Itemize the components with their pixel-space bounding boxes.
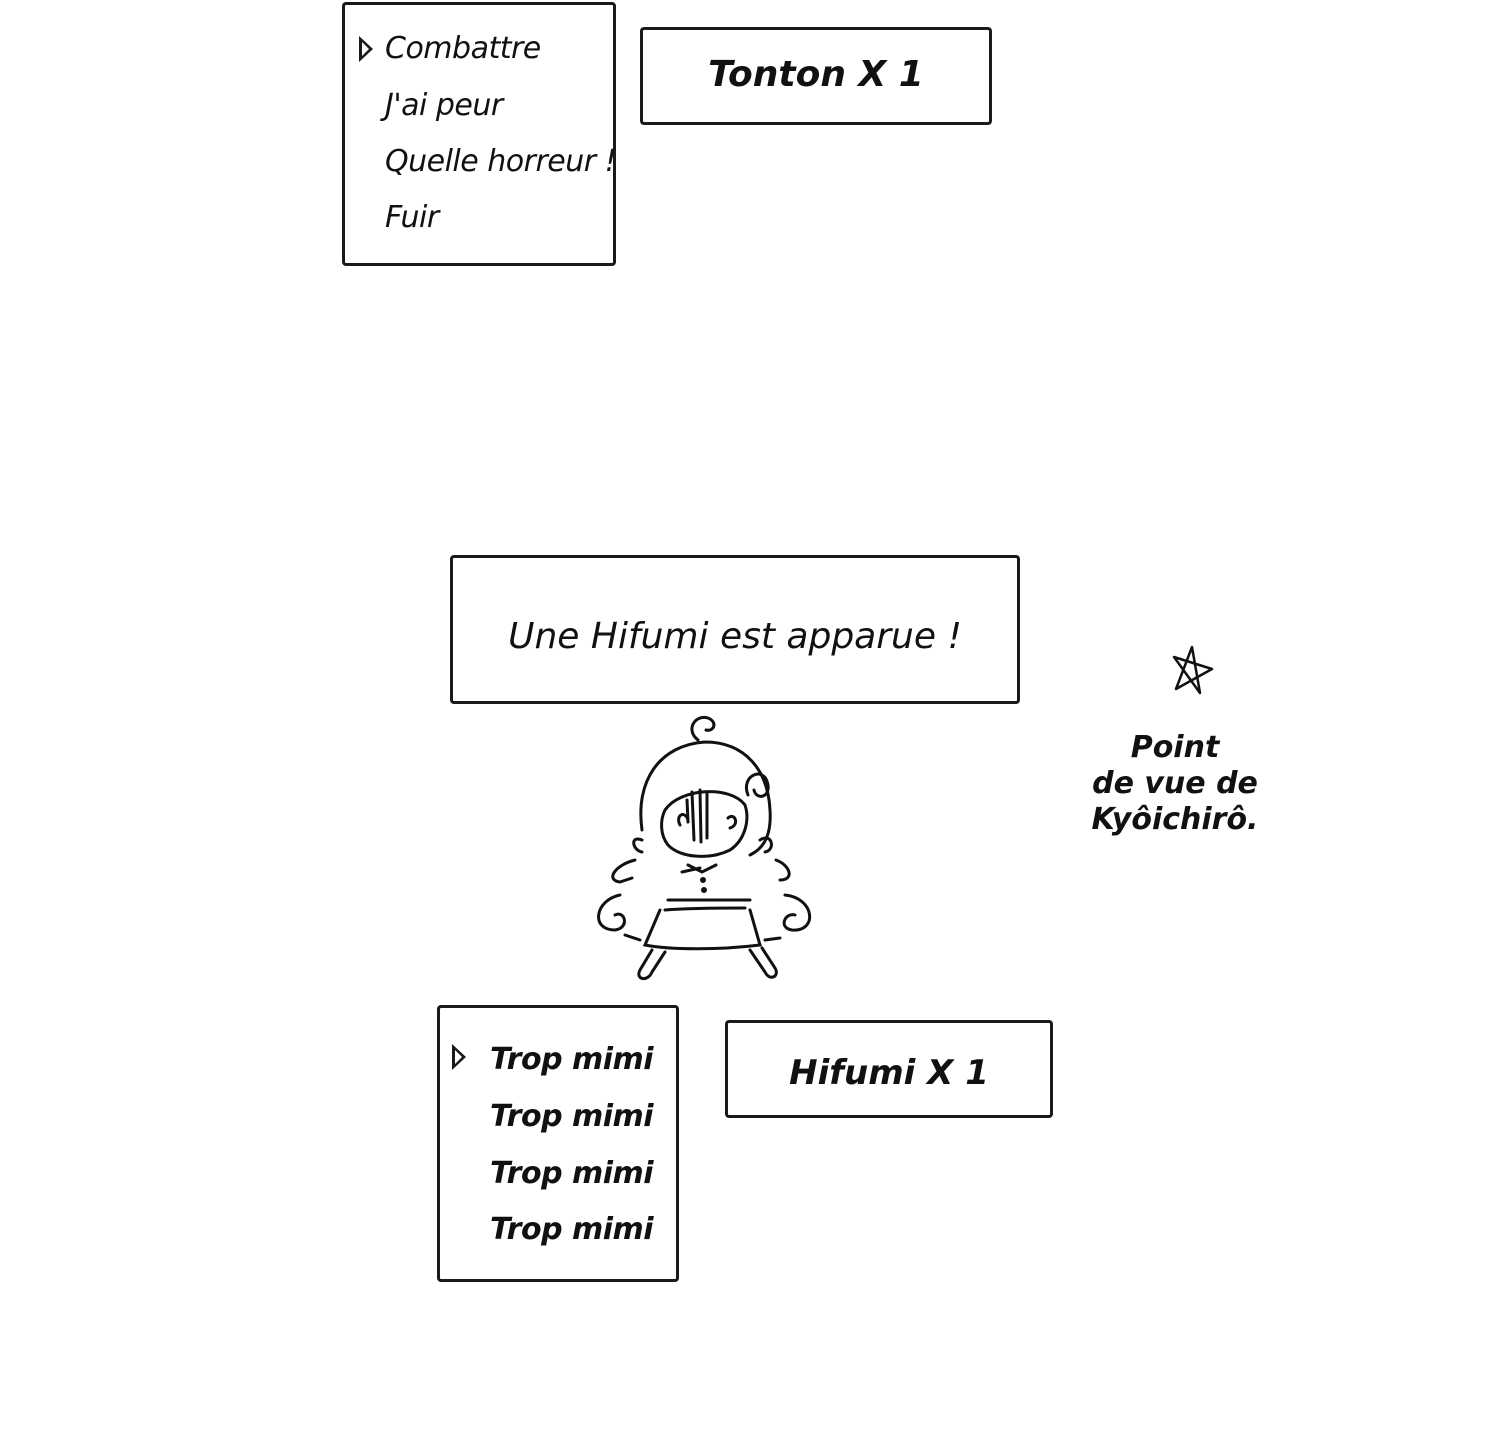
battle-command-menu-1: Combattre J'ai peur Quelle horreur ! Fui… — [342, 2, 617, 266]
enemy-count-label: Tonton X 1 — [708, 54, 924, 95]
enemy-count-box-1: Tonton X 1 — [640, 27, 992, 125]
selection-cursor-icon — [359, 36, 373, 62]
menu-item-fuir[interactable]: Fuir — [385, 200, 439, 235]
selection-cursor-icon — [452, 1044, 466, 1070]
side-note-line: Point — [1130, 730, 1220, 765]
menu-item-trop-mimi[interactable]: Trop mimi — [490, 1042, 654, 1077]
battle-message-box: Une Hifumi est apparue ! — [450, 555, 1020, 704]
menu-item-combattre[interactable]: Combattre — [385, 31, 541, 66]
menu-item-trop-mimi[interactable]: Trop mimi — [490, 1099, 654, 1134]
menu-item-quelle-horreur[interactable]: Quelle horreur ! — [385, 144, 617, 179]
menu-item-trop-mimi[interactable]: Trop mimi — [490, 1156, 654, 1191]
menu-item-trop-mimi[interactable]: Trop mimi — [490, 1212, 654, 1247]
side-note: Point de vue de Kyôichirô. — [1085, 730, 1265, 838]
enemy-count-box-2: Hifumi X 1 — [725, 1020, 1053, 1118]
star-icon — [1172, 645, 1214, 695]
enemy-count-label: Hifumi X 1 — [789, 1053, 989, 1093]
battle-command-menu-2: Trop mimi Trop mimi Trop mimi Trop mimi — [437, 1005, 679, 1282]
menu-item-jai-peur[interactable]: J'ai peur — [385, 88, 503, 123]
side-note-line: de vue de — [1092, 766, 1258, 801]
hifumi-character-illustration — [597, 715, 811, 980]
battle-message: Une Hifumi est apparue ! — [508, 616, 962, 657]
side-note-line: Kyôichirô. — [1091, 802, 1259, 837]
